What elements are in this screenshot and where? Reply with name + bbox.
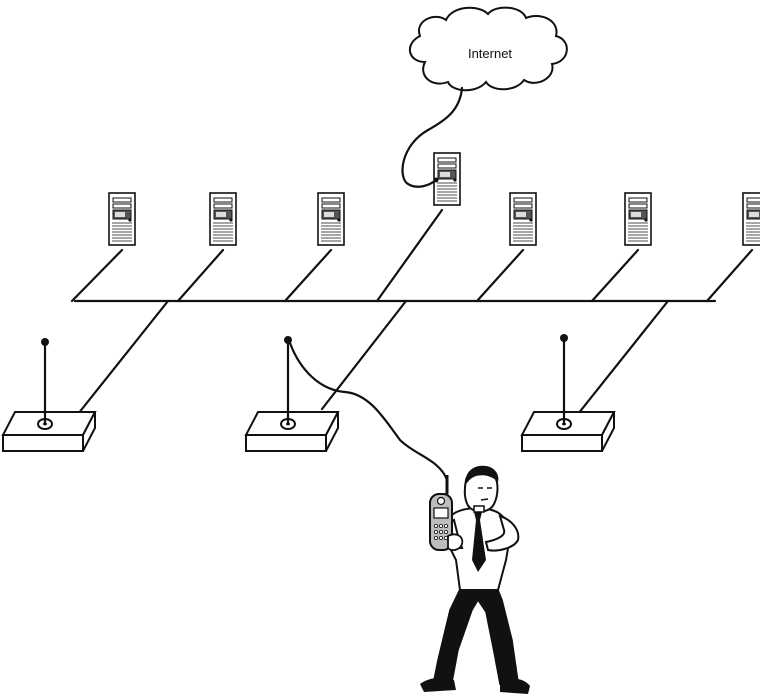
cell-phone-icon <box>429 475 453 551</box>
internet-cloud: Internet <box>409 6 568 92</box>
access-point-icon <box>245 411 339 452</box>
access-point-right <box>521 334 615 452</box>
access-point-left <box>2 338 96 452</box>
server-icon <box>624 192 652 246</box>
server-icon <box>509 192 537 246</box>
access-point-center <box>245 336 339 452</box>
wireless-link <box>288 341 449 482</box>
server-icon <box>209 192 237 246</box>
person-with-phone-icon <box>420 465 530 694</box>
access-point-icon <box>2 411 96 452</box>
internet-cable <box>401 86 464 188</box>
internet-label: Internet <box>468 46 512 61</box>
server-icon <box>108 192 136 246</box>
server-icon <box>742 192 760 246</box>
server-icon <box>317 192 345 246</box>
server-connections <box>70 208 754 303</box>
access-point-connections <box>76 299 670 416</box>
access-point-icon <box>521 411 615 452</box>
